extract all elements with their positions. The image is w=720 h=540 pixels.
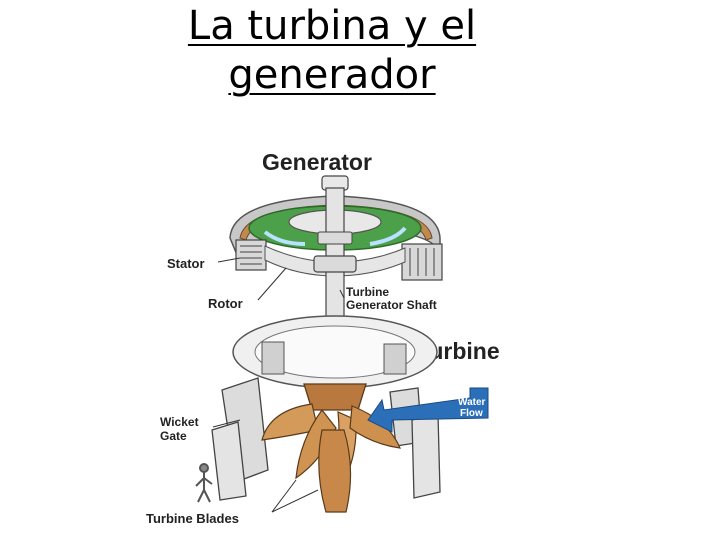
shaft-coupling (313, 255, 357, 273)
runner-hub (303, 383, 367, 411)
wicket-gate-pillar-2 (211, 421, 247, 501)
slide-title-line-2: generador (228, 52, 436, 98)
turbine-blades-label: Turbine Blades (146, 511, 239, 526)
rotation-arrow-left (263, 230, 306, 246)
rotation-arrow-right (369, 226, 407, 246)
stator-coil-left (235, 239, 267, 271)
turbine-housing (211, 315, 441, 501)
shaft-label-line-1: Turbine (346, 285, 389, 299)
water-flow-label-line-1: Water (458, 397, 486, 408)
stator-label: Stator (167, 256, 205, 271)
turbine-blade-1 (261, 403, 319, 441)
person-scale-icon (195, 463, 213, 503)
slide-title: La turbina y el generador (0, 2, 664, 100)
leader-lines (212, 257, 345, 513)
wicket-gate-pillar-4 (411, 413, 441, 499)
shaft-label-line-2: Generator Shaft (346, 298, 437, 312)
stator-coil-right (401, 243, 443, 281)
rotor-label: Rotor (208, 296, 243, 311)
wicket-gate-label-line-1: Wicket (160, 415, 199, 429)
generator-heading: Generator (262, 149, 372, 175)
water-flow-arrow: Water Flow (367, 387, 489, 433)
slide-title-line-1: La turbina y el (187, 3, 477, 49)
wicket-gate-label-line-2: Gate (160, 429, 187, 443)
runner-cone (318, 429, 352, 513)
water-flow-label-line-2: Flow (460, 408, 483, 419)
